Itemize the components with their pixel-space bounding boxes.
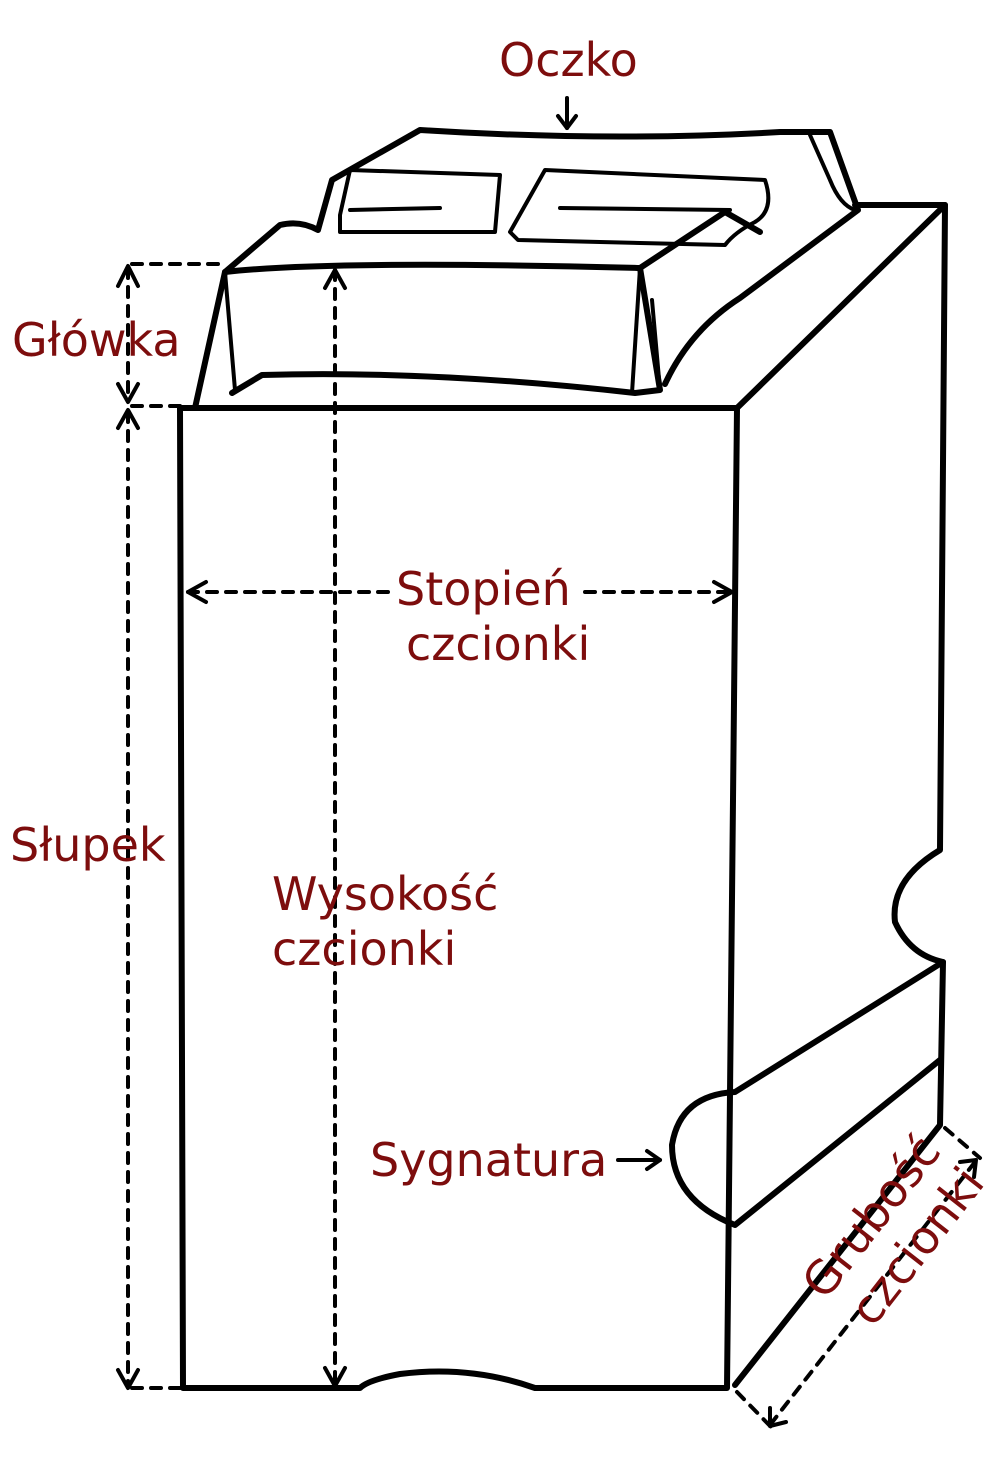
- oczko-pointer-head: [556, 114, 578, 130]
- stupek-arrow-top: [116, 408, 140, 430]
- face-front-inner: [223, 266, 662, 395]
- body-side-face: [732, 202, 948, 1388]
- sygnatura-pointer-head: [645, 1149, 662, 1171]
- face-counter-left: [338, 168, 502, 234]
- wysokosc-arrow-bottom: [323, 1366, 347, 1388]
- stopien-arrow-left: [186, 580, 208, 604]
- grubosc-arrow-bottom: [768, 1406, 788, 1428]
- body-top-face: [734, 202, 948, 411]
- type-face: [192, 127, 861, 411]
- label-oczko: Oczko: [499, 33, 638, 87]
- grubosc-arrow-top: [958, 1158, 978, 1179]
- face-front: [192, 261, 663, 411]
- label-glowka: Główka: [12, 313, 181, 367]
- signature-groove: [669, 959, 946, 1228]
- glowka-arrow-bottom: [116, 382, 140, 404]
- label-sygnatura: Sygnatura: [370, 1133, 607, 1187]
- labels: Oczko Główka Stopień czcionki Słupek Wys…: [10, 33, 995, 1335]
- grubosc-dimension: [768, 1160, 977, 1427]
- face-top: [222, 127, 861, 387]
- label-stupek: Słupek: [10, 818, 166, 872]
- label-stopien-line1: Stopień: [396, 562, 571, 616]
- face-edge-right: [808, 133, 857, 212]
- label-wysokosc-line2: czcionki: [272, 922, 456, 976]
- grubosc-extension-bottom: [735, 1390, 774, 1430]
- stupek-arrow-bottom: [116, 1368, 140, 1390]
- body-front-face: [177, 405, 740, 1391]
- stopien-arrow-right: [712, 580, 734, 604]
- label-wysokosc-line1: Wysokość: [272, 867, 498, 921]
- type-body: [177, 202, 948, 1391]
- grubosc-extension-top: [943, 1126, 982, 1160]
- label-stopien-line2: czcionki: [406, 617, 590, 671]
- face-counter-right: [508, 168, 771, 247]
- wysokosc-arrow-top: [323, 268, 347, 290]
- dimension-lines: [116, 96, 982, 1430]
- glowka-arrow-top: [116, 264, 140, 288]
